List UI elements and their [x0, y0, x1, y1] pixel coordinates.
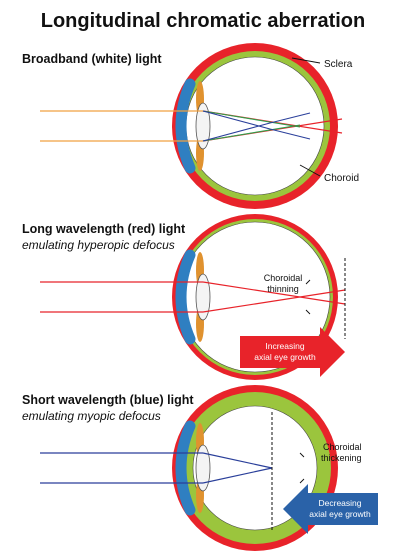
ray-red-top	[202, 281, 346, 305]
thickening-arrows	[299, 452, 305, 484]
choroidal-label-line1: Choroidal	[264, 273, 303, 283]
panel3-heading: Short wavelength (blue) light	[22, 393, 194, 407]
choroid-leader-line	[299, 164, 321, 177]
eye-interior	[192, 405, 318, 531]
panel1-heading: Broadband (white) light	[22, 52, 162, 66]
choroidal-label-line2: thinning	[267, 284, 299, 294]
arrow-label-line2: axial eye growth	[254, 352, 316, 362]
arrow-label-line1: Increasing	[265, 341, 304, 351]
panel3-subheading: emulating myopic defocus	[22, 409, 161, 423]
arrow-label-line1: Decreasing	[319, 498, 362, 508]
lens	[195, 102, 211, 150]
page-title: Longitudinal chromatic aberration	[40, 10, 366, 32]
ray-blue-bottom-diverge	[269, 112, 311, 124]
eye-diagram-blue-light: Choroidal thickening Decreasing axial ey…	[40, 385, 378, 551]
cornea	[175, 249, 196, 345]
ray-green-top	[202, 110, 301, 128]
cornea	[175, 420, 196, 516]
choroid-label: Choroid	[324, 173, 359, 184]
ray-green-bottom	[202, 124, 301, 142]
eye-diagram-broadband: Sclera Choroid	[40, 43, 359, 209]
arrow-label-line2: axial eye growth	[309, 509, 371, 519]
eye-diagram-red-light: Choroidal thinning Increasing axial eye …	[40, 214, 346, 380]
choroidal-label-line2: thickening	[321, 453, 362, 463]
thinning-arrows	[305, 279, 311, 315]
panel2-heading: Long wavelength (red) light	[22, 222, 186, 236]
sclera-label: Sclera	[324, 59, 353, 70]
sclera-leader-line	[291, 57, 321, 64]
ray-red-bottom	[202, 289, 346, 313]
lens	[195, 444, 211, 492]
ray-blue-bottom	[202, 467, 273, 484]
ray-blue-bottom	[202, 122, 271, 142]
increasing-growth-arrow	[240, 327, 345, 377]
ray-blue-top	[202, 452, 273, 469]
cornea	[175, 78, 196, 174]
ray-blue-top-diverge	[269, 128, 311, 140]
panel2-subheading: emulating hyperopic defocus	[22, 238, 175, 252]
choroidal-label-line1: Choroidal	[323, 442, 362, 452]
lens	[195, 273, 211, 321]
decreasing-growth-arrow	[283, 484, 378, 534]
